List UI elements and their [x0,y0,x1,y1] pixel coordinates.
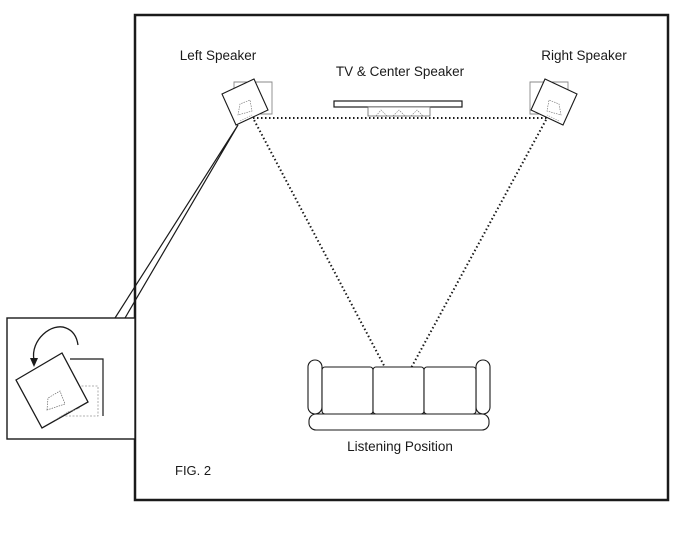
sofa-left-arm [307,359,323,415]
center-speaker-drivers [375,109,424,117]
right-speaker-label: Right Speaker [541,48,627,63]
sofa-base [308,413,490,431]
rotation-arrow-icon [32,326,79,361]
figure-label: FIG. 2 [175,463,211,478]
inset-wall-corner [70,358,104,416]
inset-speaker-rotated [15,352,89,429]
left-speaker-icon [221,78,273,126]
sofa-right-cushion [423,366,477,415]
callout-pointer [114,124,239,319]
listening-triangle [251,117,549,395]
tv-bar [333,100,463,108]
rotation-arrowhead-icon [30,358,38,367]
room-outline [133,13,670,502]
center-speaker-label: TV & Center Speaker [336,64,465,79]
sofa-icon [307,359,491,431]
sofa-left-cushion [321,366,374,415]
left-speaker-label: Left Speaker [180,48,257,63]
tv-center-speaker [333,100,463,117]
center-speaker [367,106,431,117]
sofa-middle-cushion [372,366,425,415]
right-speaker-icon [529,78,578,126]
listening-position-label: Listening Position [347,439,453,454]
sofa-right-arm [475,359,491,415]
speaker-rotation-inset [6,317,136,440]
